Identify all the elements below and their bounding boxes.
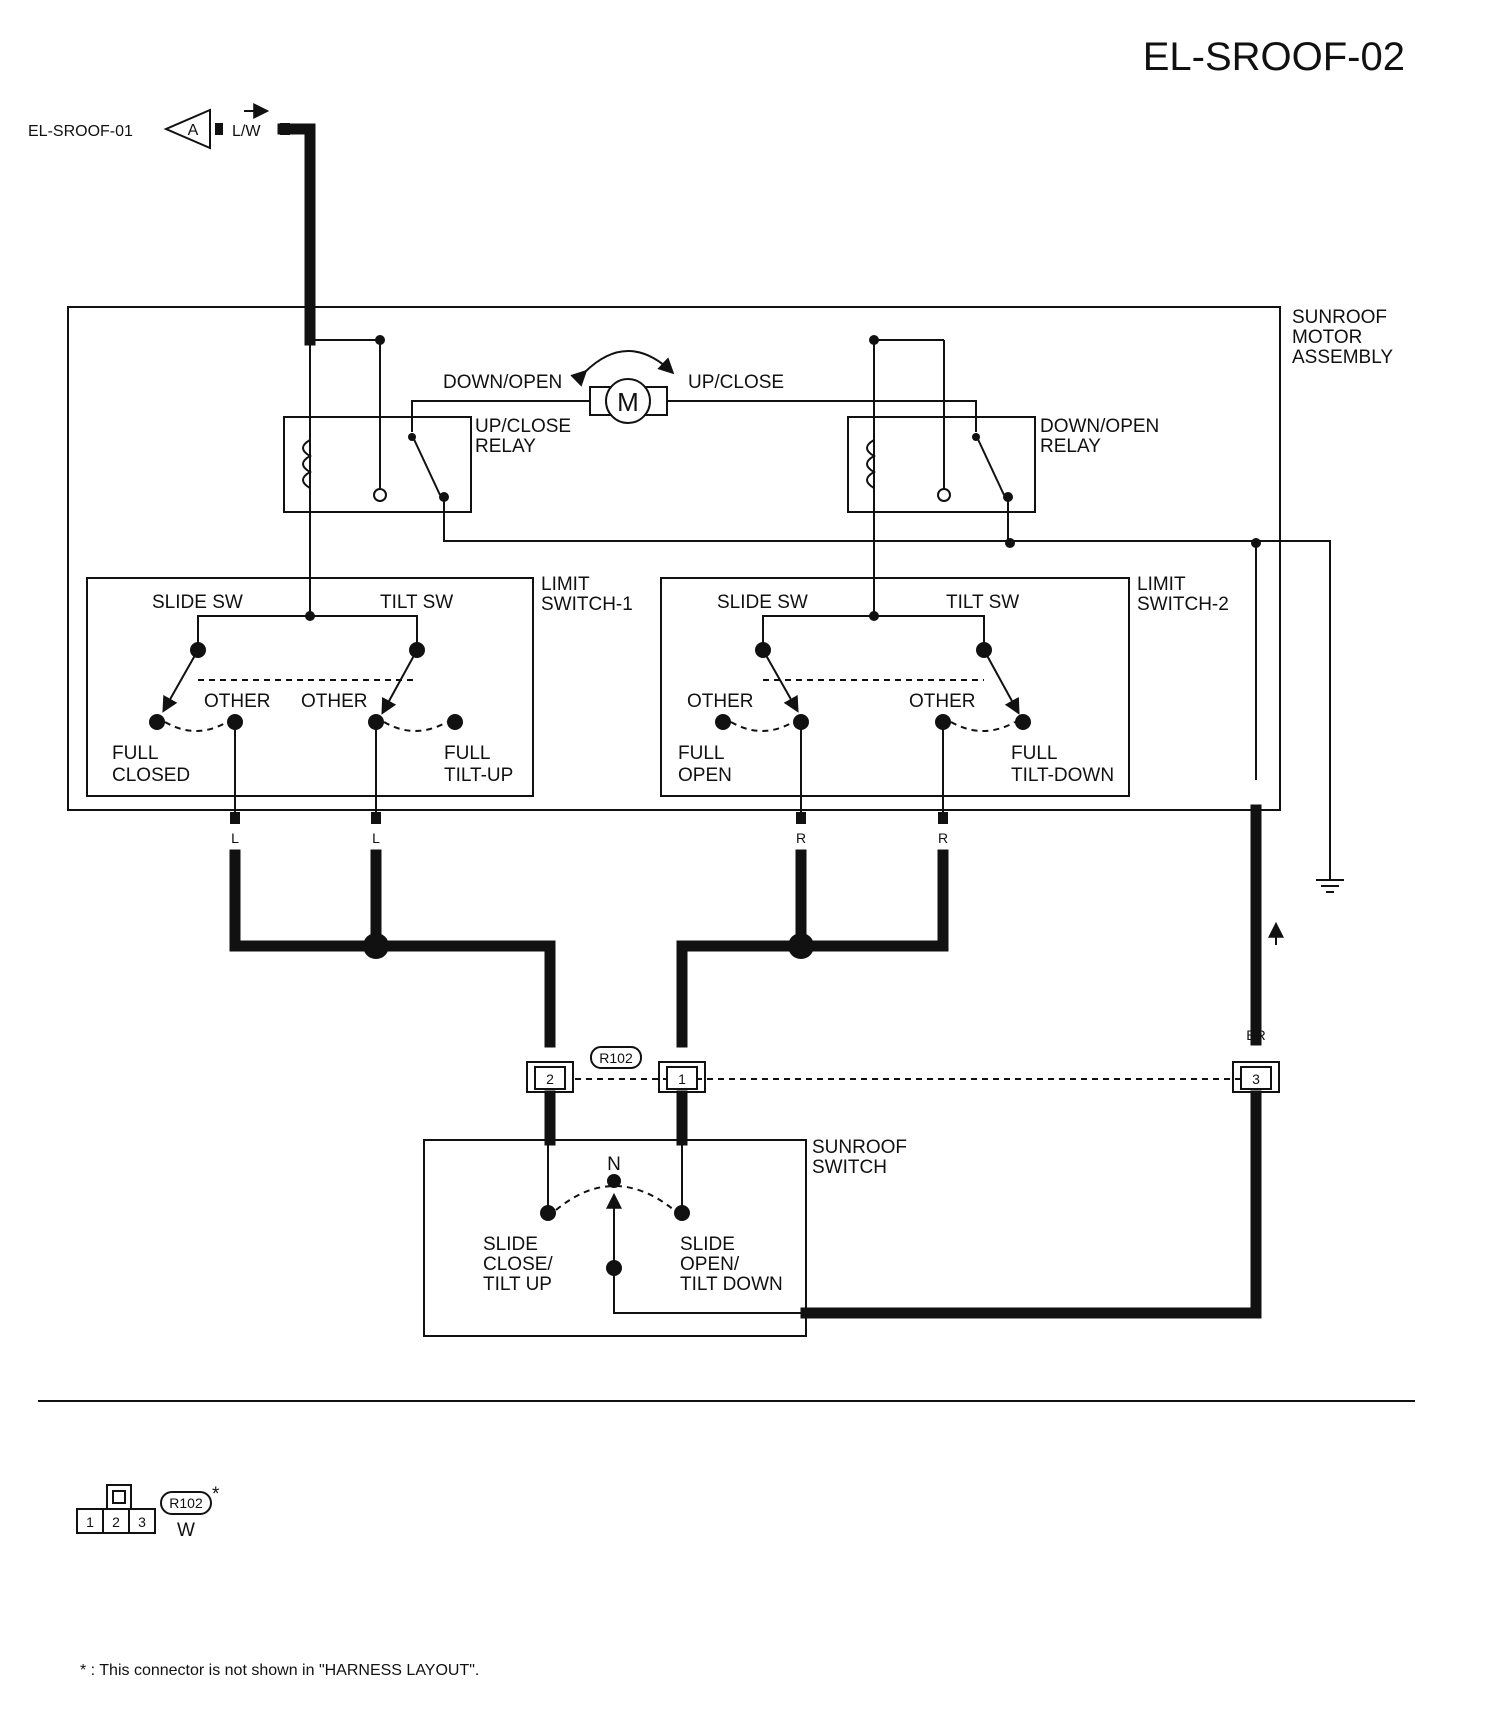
sunroof-switch: SUNROOF SWITCH N SLIDE CLOSE/ TILT UP SL… [423,1090,1262,1337]
limit1-label-1: LIMIT [541,574,590,595]
limit1-slide-label: SLIDE SW [152,592,243,613]
limit2-label-2: SWITCH-2 [1137,594,1229,615]
r102-badge [590,1046,642,1069]
r102-pin-3: 3 [1252,1071,1260,1087]
connector-legend: 1 2 3 R102 * W [76,1484,220,1541]
limit2-left-pos-2: OPEN [678,765,732,786]
relay1-coil-icon [302,439,313,489]
limit2-other-2: OTHER [909,691,976,712]
legend-pin-2: 2 [112,1514,120,1530]
assembly-label-1: SUNROOF [1292,307,1387,328]
internal-wiring [305,335,1344,893]
wire-l-label-1: L [231,830,239,846]
limit2-label-1: LIMIT [1137,574,1186,595]
limit1-label-2: SWITCH-1 [541,594,633,615]
limit2-slide-label: SLIDE SW [717,592,808,613]
footnote: * : This connector is not shown in "HARN… [80,1662,479,1679]
wire-lw-label: L/W [232,123,261,140]
legend-color: W [177,1520,195,1541]
switch-neutral-label: N [607,1154,621,1175]
connector-a-flag-icon [163,108,211,150]
relay2-label-1: DOWN/OPEN [1040,416,1159,437]
harness-wires: L L R R L R BR [229,804,1284,1048]
up-close-relay: UP/CLOSE RELAY [283,416,571,513]
switch-left-3: TILT UP [483,1274,552,1295]
wire-r-label-1: R [796,830,806,846]
motor-left-direction: DOWN/OPEN [443,372,562,393]
legend-r102-id: R102 [169,1495,203,1511]
source-connector: EL-SROOF-01 A L/W [28,103,316,346]
limit2-right-pos-1: FULL [1011,743,1057,764]
relay1-label-2: RELAY [475,436,536,457]
r102-pin-1: 1 [678,1071,686,1087]
limit2-left-pos-1: FULL [678,743,724,764]
limit-switch-2: LIMIT SWITCH-2 SLIDE SW TILT SW OTHER OT… [660,574,1229,818]
switch-right-2: OPEN/ [680,1254,740,1275]
limit1-other-2: OTHER [301,691,368,712]
assembly-label-3: ASSEMBLY [1292,347,1393,368]
legend-r102-badge [160,1491,212,1515]
r102-pin-2: 2 [546,1071,554,1087]
limit2-right-pos-2: TILT-DOWN [1011,765,1114,786]
switch-right-1: SLIDE [680,1234,735,1255]
source-ref-label: EL-SROOF-01 [28,123,133,140]
down-open-relay: DOWN/OPEN RELAY [847,416,1159,513]
motor-direction-arrow-icon [570,350,675,387]
limit2-other-1: OTHER [687,691,754,712]
legend-pin-1: 1 [86,1514,94,1530]
r102-id: R102 [599,1050,633,1066]
limit1-right-pos-1: FULL [444,743,490,764]
switch-left-1: SLIDE [483,1234,538,1255]
wire-br-label: BR [1246,1027,1265,1043]
motor: M DOWN/OPEN UP/CLOSE [443,350,784,424]
limit2-tilt-label: TILT SW [946,592,1019,613]
motor-assembly-box [67,306,1281,811]
connector-a-label: A [188,122,199,139]
wire-l-label-3: L [546,1027,554,1043]
legend-asterisk: * [212,1484,220,1505]
wire-l-label-2: L [372,830,380,846]
switch-label-1: SUNROOF [812,1137,907,1158]
wire-r-label-3: R [677,1027,687,1043]
motor-symbol: M [617,387,639,417]
switch-right-3: TILT DOWN [680,1274,783,1295]
relay1-label-1: UP/CLOSE [475,416,571,437]
diagram-title: EL-SROOF-02 [1143,35,1405,79]
relay2-coil-icon [866,439,877,489]
assembly-label-2: MOTOR [1292,327,1362,348]
connector-r102: 2 1 3 R102 [526,1046,1280,1093]
switch-left-2: CLOSE/ [483,1254,553,1275]
limit1-left-pos-2: CLOSED [112,765,190,786]
relay2-label-2: RELAY [1040,436,1101,457]
limit-switch-1: LIMIT SWITCH-1 SLIDE SW TILT SW OTHER OT… [86,574,633,818]
switch-label-2: SWITCH [812,1157,887,1178]
wire-r-label-2: R [938,830,948,846]
limit1-right-pos-2: TILT-UP [444,765,513,786]
legend-pin-3: 3 [138,1514,146,1530]
limit1-left-pos-1: FULL [112,743,158,764]
limit1-tilt-label: TILT SW [380,592,453,613]
feed-wire [277,123,316,346]
motor-right-direction: UP/CLOSE [688,372,784,393]
limit1-other-1: OTHER [204,691,271,712]
